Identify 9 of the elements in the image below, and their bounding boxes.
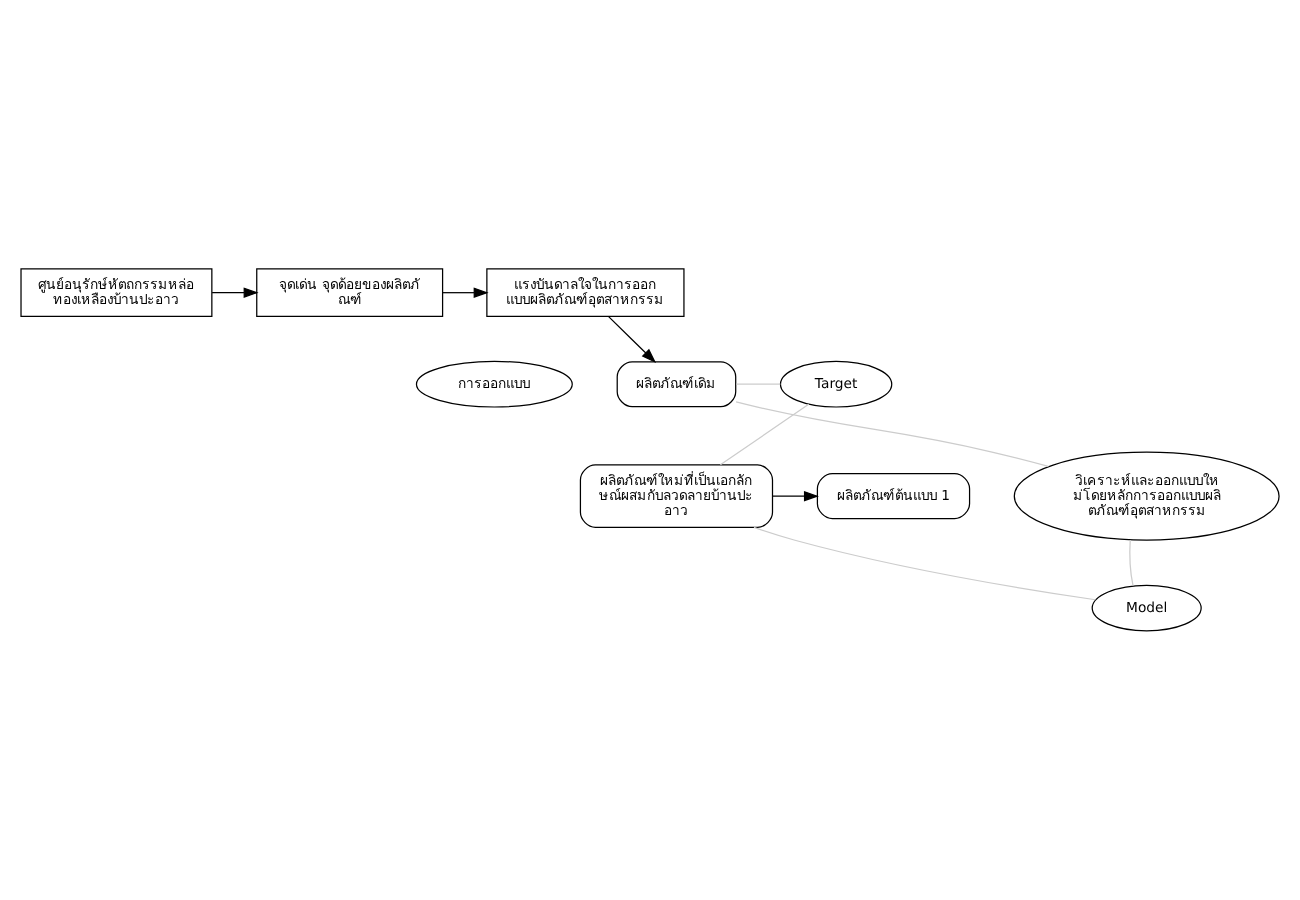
arrow	[772, 490, 819, 502]
arrow	[607, 315, 657, 364]
arrow	[211, 287, 259, 298]
connector	[1129, 539, 1134, 587]
connector	[719, 403, 810, 466]
arrow	[442, 287, 489, 298]
connector	[753, 526, 1097, 601]
connector	[735, 401, 1050, 467]
connector	[735, 383, 781, 385]
